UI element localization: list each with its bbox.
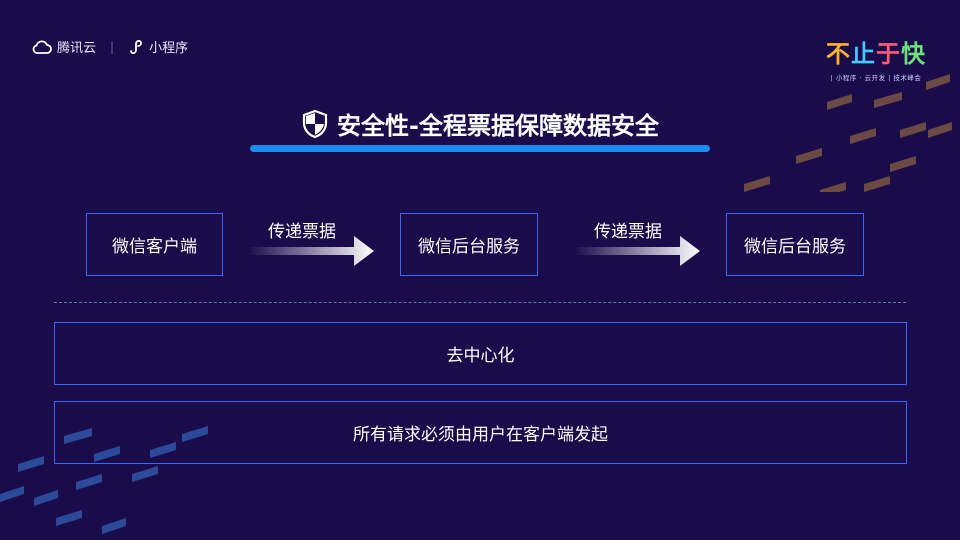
flow-arrow1-label: 传递票据	[268, 222, 336, 242]
cloud-icon	[32, 39, 52, 54]
event-logo: 不止于快 | 小程序 · 云开发 | 技术峰会	[826, 34, 926, 82]
header-brand-bar: 腾讯云 | 小程序	[32, 37, 188, 56]
event-logo-title: 不止于快	[826, 40, 926, 68]
brand-tencent-cloud-label: 腾讯云	[57, 41, 97, 56]
flow-box-wechat-backend-1-label: 微信后台服务	[418, 237, 520, 257]
flow-box-wechat-backend-1: 微信后台服务	[400, 213, 538, 276]
miniprogram-brand: 小程序	[128, 37, 188, 56]
flow-box-wechat-client: 微信客户端	[86, 213, 223, 276]
flow-box-wechat-backend-2-label: 微信后台服务	[744, 237, 846, 257]
flow-arrow2-label: 传递票据	[594, 222, 662, 242]
miniprogram-icon	[130, 39, 142, 54]
title-underline	[250, 145, 710, 152]
brand-miniprogram-label: 小程序	[149, 41, 189, 56]
brand-separator: |	[110, 39, 115, 54]
item-client-initiated-requests: 所有请求必须由用户在客户端发起	[54, 401, 907, 464]
page-title: 安全性-全程票据保障数据安全	[250, 106, 710, 141]
item-decentralized-label: 去中心化	[446, 346, 515, 366]
item-client-initiated-requests-label: 所有请求必须由用户在客户端发起	[353, 425, 608, 445]
event-logo-subtitle: | 小程序 · 云开发 | 技术峰会	[830, 74, 922, 82]
flow-box-wechat-client-label: 微信客户端	[112, 237, 197, 257]
page-title-text: 安全性-全程票据保障数据安全	[337, 112, 659, 140]
decorative-stripes-bottom-left	[0, 426, 208, 534]
dashed-divider	[54, 302, 906, 303]
item-decentralized: 去中心化	[54, 322, 907, 385]
arrow-right-icon	[574, 236, 700, 266]
decorative-stripes-top-right	[744, 74, 952, 192]
tencent-cloud-brand: 腾讯云	[32, 37, 96, 56]
flow-box-wechat-backend-2: 微信后台服务	[726, 213, 864, 276]
arrow-right-icon	[248, 236, 374, 266]
shield-icon	[302, 109, 328, 138]
page-title-block: 安全性-全程票据保障数据安全	[250, 106, 710, 152]
